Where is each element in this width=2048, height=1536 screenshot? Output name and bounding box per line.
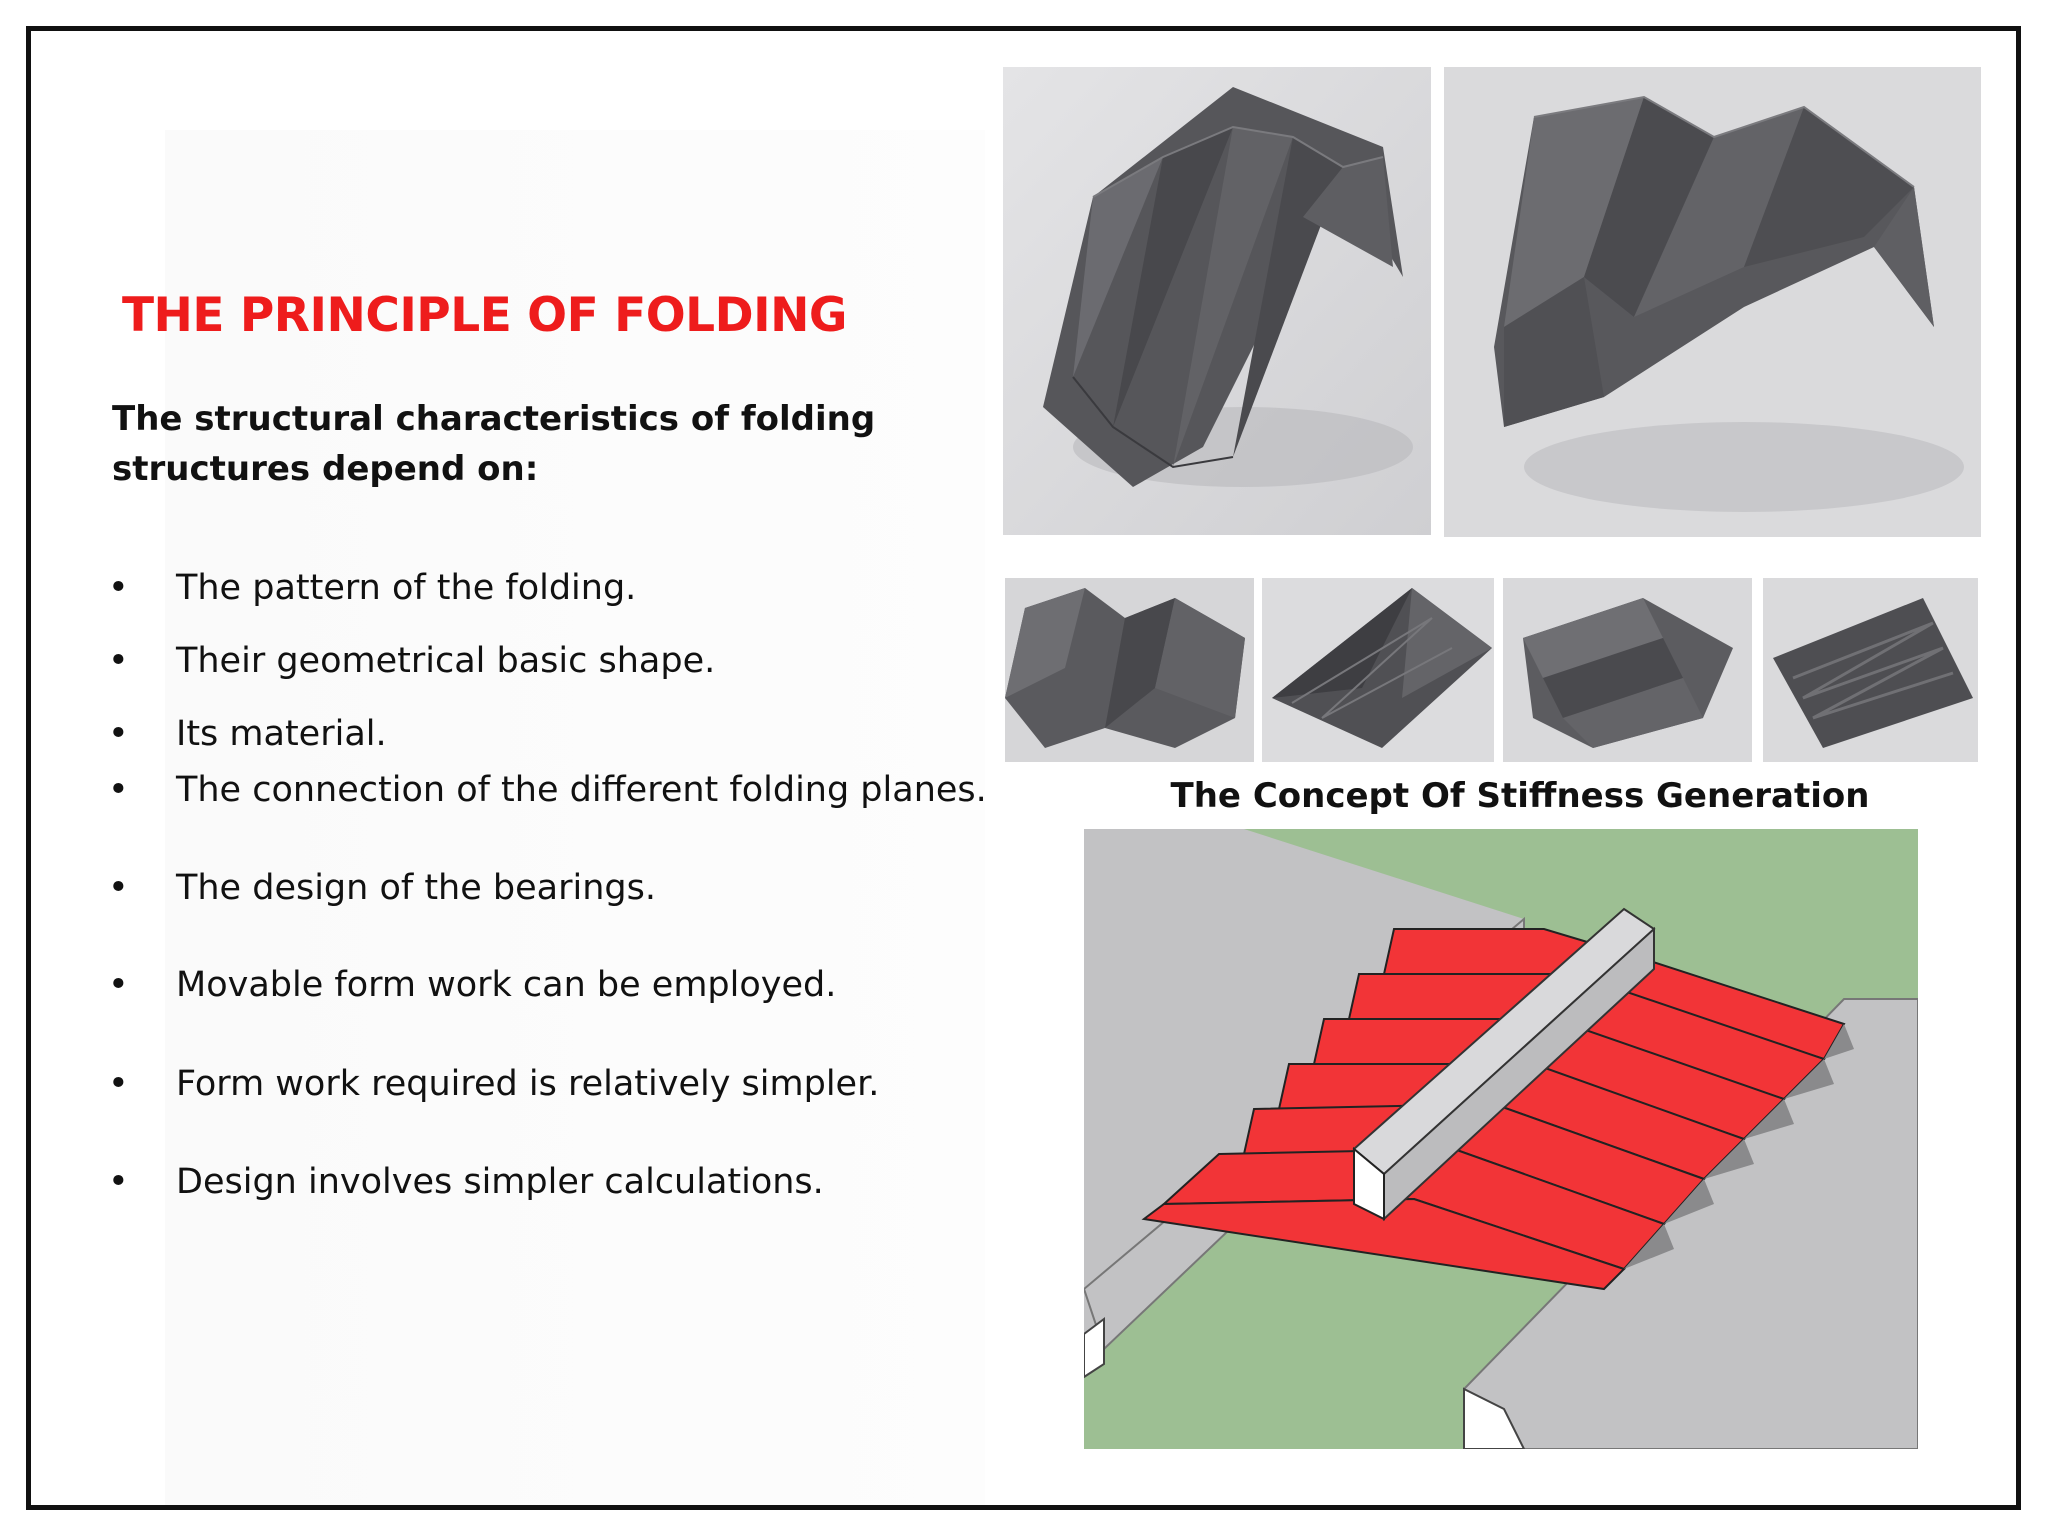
folded-paper-model-photo-2 xyxy=(1262,578,1494,762)
bullet-dot: • xyxy=(108,641,129,681)
list-item-text: The connection of the different folding … xyxy=(176,770,987,810)
list-item-text: The design of the bearings. xyxy=(176,868,656,908)
list-item: • The design of the bearings. xyxy=(108,868,988,918)
bullet-dot: • xyxy=(108,770,129,810)
list-item: • Form work required is relatively simple… xyxy=(108,1064,988,1114)
bullet-dot: • xyxy=(108,1162,129,1202)
folded-paper-model-photo-1 xyxy=(1005,578,1254,762)
list-item: • Its material. xyxy=(108,714,988,764)
diagram-caption: The Concept Of Stiffness Generation xyxy=(1170,776,1870,816)
bullet-dot: • xyxy=(108,714,129,754)
list-item-text: Their geometrical basic shape. xyxy=(176,641,716,681)
list-item-text: Design involves simpler calculations. xyxy=(176,1162,824,1202)
bullet-dot: • xyxy=(108,568,129,608)
slide-title: THE PRINCIPLE OF FOLDING xyxy=(122,288,848,343)
list-item-text: Form work required is relatively simpler… xyxy=(176,1064,880,1104)
list-item-text: The pattern of the folding. xyxy=(176,568,637,608)
bullet-dot: • xyxy=(108,965,129,1005)
list-item: • Movable form work can be employed. xyxy=(108,965,988,1015)
list-item-text: Its material. xyxy=(176,714,387,754)
list-item: • The pattern of the folding. xyxy=(108,568,988,618)
list-item: • The connection of the different folding… xyxy=(108,770,988,820)
bullet-dot: • xyxy=(108,1064,129,1104)
folded-paper-vault-photo xyxy=(1444,67,1981,537)
stiffness-generation-diagram xyxy=(1084,829,1918,1449)
intro-text: The structural characteristics of foldin… xyxy=(112,399,876,489)
folded-paper-model-photo-4 xyxy=(1763,578,1978,762)
folded-paper-model-photo-3 xyxy=(1503,578,1752,762)
list-item: • Their geometrical basic shape. xyxy=(108,641,988,691)
folded-paper-arch-photo xyxy=(1003,67,1431,535)
bullet-dot: • xyxy=(108,868,129,908)
list-item: • Design involves simpler calculations. xyxy=(108,1162,988,1212)
list-item-text: Movable form work can be employed. xyxy=(176,965,837,1005)
slide-background-panel xyxy=(165,130,985,1505)
